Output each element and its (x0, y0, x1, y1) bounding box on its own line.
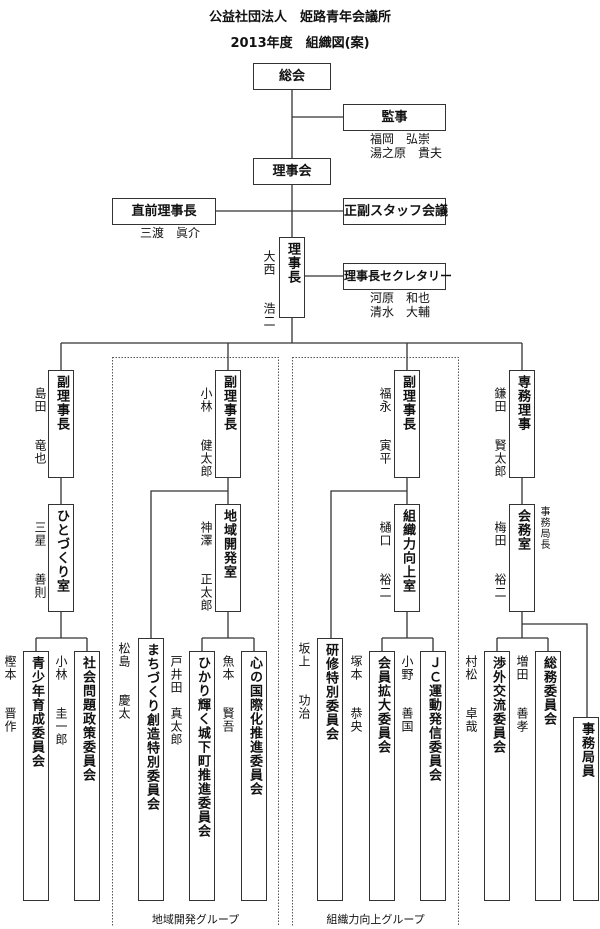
former-president-name: 三渡 眞介 (140, 226, 201, 240)
room-box: 会務室 (509, 504, 535, 612)
general-assembly-box: 総会 (253, 63, 331, 90)
room-box: 地域開発室 (215, 504, 241, 612)
committee-chair-name: 坂上 功治 (297, 642, 311, 720)
committee-chair-name: 増田 善孝 (515, 655, 529, 733)
secretary-name: 河原 和也 (370, 291, 431, 305)
committee-box: ひかり輝く城下町推進委員会 (189, 651, 215, 901)
staff-meeting-box: 正副スタッフ会議 (343, 198, 448, 225)
vice-president-box: 副理事長 (48, 370, 74, 478)
committee-chair-name: 戸井田 真太郎 (169, 655, 183, 746)
secretary-box: 理事長セクレタリー (343, 263, 452, 290)
committee-box: まちづくり創造特別委員会 (138, 638, 164, 901)
org-title: 公益社団法人 姫路青年会議所 (208, 10, 391, 25)
room-head-name: 神澤 正太郎 (199, 521, 213, 612)
committee-chair-name: 樫本 晋作 (3, 655, 17, 733)
committee-chair-name: 魚本 賢吾 (221, 655, 235, 733)
auditor-box: 監事 (343, 104, 446, 131)
board-box: 理事会 (253, 158, 331, 185)
committee-box: 青少年育成委員会 (23, 651, 49, 901)
secretary-name: 清水 大輔 (370, 305, 431, 319)
room-box: 組織力向上室 (394, 504, 420, 612)
committee-box: ＪＣ運動発信委員会 (420, 651, 446, 901)
committee-chair-name: 松島 慶太 (117, 642, 131, 720)
vice-president-box: 副理事長 (394, 370, 420, 478)
room-head-name: 梅田 裕二 (493, 521, 507, 599)
committee-box: 社会問題政策委員会 (74, 651, 100, 901)
vice-president-box: 副理事長 (215, 370, 241, 478)
committee-chair-name: 村松 卓哉 (464, 655, 478, 733)
committee-chair-name: 小野 善国 (400, 655, 414, 733)
auditor-name: 福岡 弘崇 (370, 132, 431, 146)
vice-president-name: 福永 寅平 (378, 387, 392, 465)
committee-chair-name: 小林 圭一郎 (54, 655, 68, 746)
committee-box: 会員拡大委員会 (369, 651, 395, 901)
group-label-organization: 組織力向上グループ (293, 911, 458, 927)
president-name: 大西 浩二 (262, 250, 276, 328)
executive-director-name: 鎌田 賢太郎 (493, 387, 507, 478)
president-box: 理事長 (279, 237, 305, 318)
room-head-name: 樋口 裕二 (378, 521, 392, 599)
executive-director-box: 専務理事 (509, 370, 535, 478)
vice-president-name: 小林 健太郎 (199, 387, 213, 478)
org-subtitle: 2013年度 組織図(案) (230, 36, 370, 51)
auditor-name: 湯之原 貴夫 (370, 146, 443, 160)
secretariat-staff-box: 事務局員 (573, 717, 599, 901)
committee-chair-name: 塚本 恭央 (349, 655, 363, 733)
room-head-name: 三星 善則 (33, 521, 47, 599)
room-head-title: 事務局長 (538, 506, 549, 550)
room-box: ひとづくり室 (48, 504, 74, 612)
committee-box: 総務委員会 (535, 651, 561, 901)
former-president-box: 直前理事長 (112, 198, 216, 225)
committee-box: 渉外交流委員会 (484, 651, 510, 901)
vice-president-name: 島田 竜也 (33, 387, 47, 465)
committee-box: 心の国際化推進委員会 (241, 651, 267, 901)
committee-box: 研修特別委員会 (317, 638, 343, 901)
group-label-regional: 地域開発グループ (113, 911, 278, 927)
